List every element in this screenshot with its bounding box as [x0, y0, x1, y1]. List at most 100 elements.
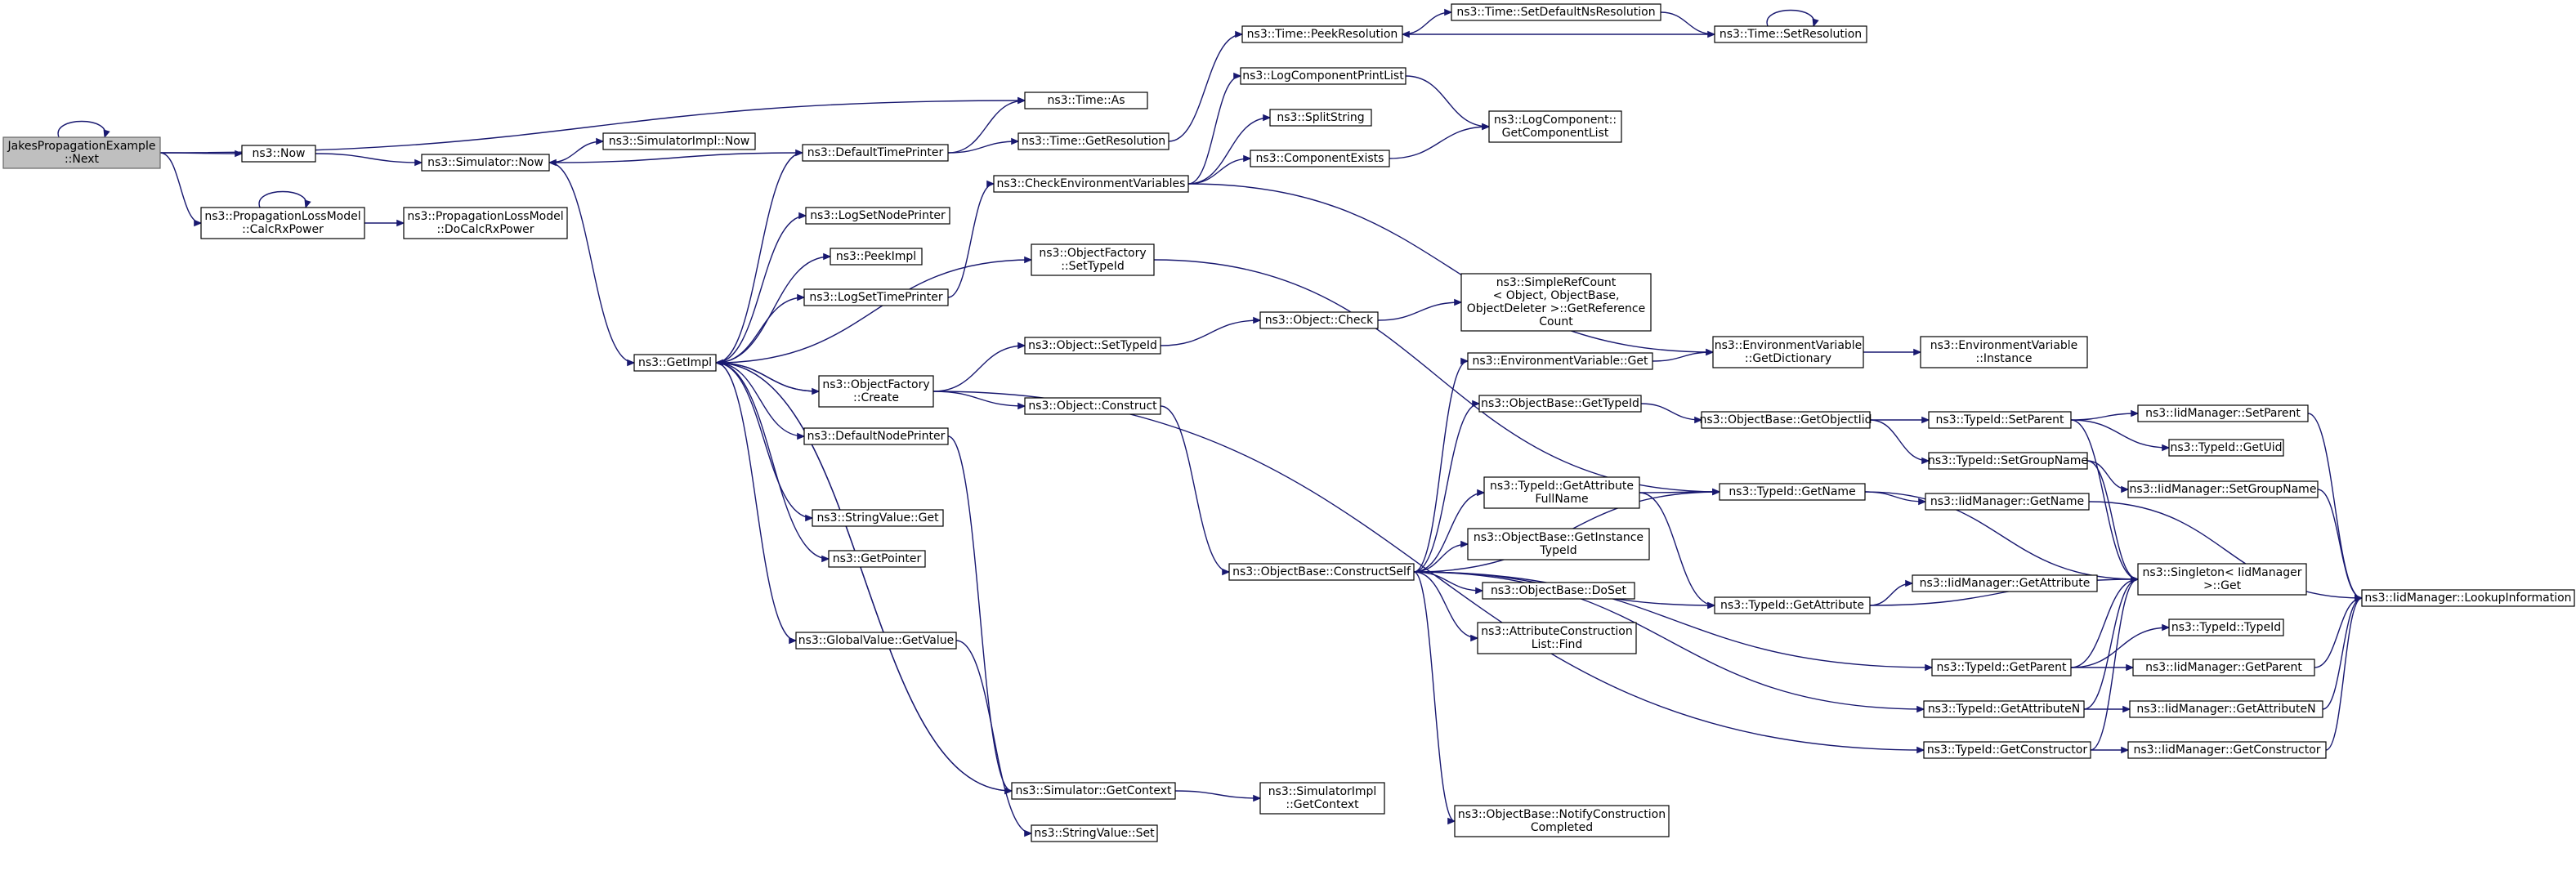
- node-tidgetctor[interactable]: ns3::TypeId::GetConstructor: [1923, 741, 2091, 759]
- node-box: [812, 509, 944, 527]
- node-envinst[interactable]: ns3::EnvironmentVariable::Instance: [1920, 336, 2088, 368]
- edge-gvgetval-to-svset: [955, 640, 1033, 837]
- node-obgettid[interactable]: ns3::ObjectBase::GetTypeId: [1478, 395, 1642, 413]
- node-iidgetattrn[interactable]: ns3::IidManager::GetAttributeN: [2129, 700, 2323, 718]
- node-timeas[interactable]: ns3::Time::As: [1024, 92, 1148, 109]
- node-tidgetattrn[interactable]: ns3::TypeId::GetAttributeN: [1923, 700, 2085, 718]
- edge-arrowhead: [1694, 416, 1703, 424]
- node-simplerc[interactable]: ns3::SimpleRefCount< Object, ObjectBase,…: [1460, 273, 1652, 332]
- edge-arrowhead: [2162, 623, 2171, 632]
- node-simimplnow[interactable]: ns3::SimulatorImpl::Now: [602, 132, 756, 150]
- node-timepeek[interactable]: ns3::Time::PeekResolution: [1241, 25, 1403, 43]
- node-tidtid[interactable]: ns3::TypeId::TypeId: [2168, 618, 2284, 636]
- node-iidsetparent[interactable]: ns3::IidManager::SetParent: [2137, 404, 2309, 422]
- node-label: ns3::ObjectBase::NotifyConstruction: [1458, 808, 1666, 821]
- node-compexists[interactable]: ns3::ComponentExists: [1250, 150, 1390, 167]
- node-deftp[interactable]: ns3::DefaultTimePrinter: [802, 144, 949, 162]
- edge-root-to-root: [57, 120, 110, 139]
- node-iidsetgroup[interactable]: ns3::IidManager::SetGroupName: [2127, 480, 2319, 498]
- edge-arrowhead: [235, 150, 244, 158]
- node-logstp[interactable]: ns3::LogSetTimePrinter: [803, 288, 949, 306]
- edge-tidgetparent-to-iidgetparent: [2071, 663, 2135, 672]
- node-getptr[interactable]: ns3::GetPointer: [828, 550, 926, 568]
- node-iidgetctor[interactable]: ns3::IidManager::GetConstructor: [2127, 741, 2327, 759]
- node-tidgetuid[interactable]: ns3::TypeId::GetUid: [2168, 439, 2284, 457]
- node-docalcrx[interactable]: ns3::PropagationLossModel::DoCalcRxPower: [403, 207, 568, 239]
- edge-objcheck-to-simplerc: [1377, 298, 1463, 321]
- node-objsettid[interactable]: ns3::Object::SetTypeId: [1024, 337, 1161, 355]
- edge-line: [1652, 351, 1714, 362]
- node-now[interactable]: ns3::Now: [241, 145, 316, 163]
- node-box: [1719, 483, 1866, 501]
- node-calcrx[interactable]: ns3::PropagationLossModel::CalcRxPower: [200, 207, 365, 239]
- node-label: ns3::PropagationLossModel: [407, 210, 563, 223]
- node-obdoset[interactable]: ns3::ObjectBase::DoSet: [1482, 582, 1635, 600]
- node-obconstructself[interactable]: ns3::ObjectBase::ConstructSelf: [1228, 563, 1415, 581]
- node-iidgetparent[interactable]: ns3::IidManager::GetParent: [2132, 659, 2315, 676]
- node-label: ::Next: [65, 153, 100, 166]
- node-ofcreate[interactable]: ns3::ObjectFactory::Create: [818, 375, 934, 408]
- node-tidsetparent[interactable]: ns3::TypeId::SetParent: [1928, 411, 2072, 429]
- node-checkenv[interactable]: ns3::CheckEnvironmentVariables: [993, 175, 1189, 193]
- node-getimpl[interactable]: ns3::GetImpl: [633, 354, 717, 372]
- edge-getimpl-to-gvgetval: [715, 362, 798, 645]
- node-tidgetname[interactable]: ns3::TypeId::GetName: [1719, 483, 1866, 501]
- node-box: [1241, 25, 1403, 43]
- node-logcpl[interactable]: ns3::LogComponentPrintList: [1240, 67, 1407, 85]
- edge-line: [258, 190, 307, 208]
- node-tidgetparent[interactable]: ns3::TypeId::GetParent: [1931, 659, 2072, 676]
- node-svget[interactable]: ns3::StringValue::Get: [812, 509, 944, 527]
- node-simnow[interactable]: ns3::Simulator::Now: [421, 154, 550, 172]
- edge-getimpl-to-defnp: [715, 362, 806, 440]
- node-peekimpl[interactable]: ns3::PeekImpl: [830, 248, 923, 266]
- edge-line: [955, 640, 1032, 834]
- node-envgetdict[interactable]: ns3::EnvironmentVariable::GetDictionary: [1712, 336, 1864, 368]
- node-label: ns3::TypeId::GetName: [1729, 485, 1855, 498]
- node-label: Completed: [1531, 821, 1593, 834]
- node-obgetoid[interactable]: ns3::ObjectBase::GetObjectIid: [1699, 411, 1872, 429]
- edge-obgettid-to-obgetoid: [1640, 403, 1703, 424]
- node-logsnp[interactable]: ns3::LogSetNodePrinter: [805, 207, 950, 225]
- node-simgetctx[interactable]: ns3::Simulator::GetContext: [1011, 782, 1176, 800]
- node-box: [1714, 596, 1871, 614]
- node-label: ns3::Simulator::GetContext: [1015, 784, 1172, 797]
- edge-arrowhead: [2162, 444, 2171, 452]
- node-timesetres[interactable]: ns3::Time::SetResolution: [1714, 25, 1867, 43]
- node-timesetdef[interactable]: ns3::Time::SetDefaultNsResolution: [1451, 3, 1661, 21]
- edge-getimpl-to-logstp: [715, 293, 806, 364]
- edge-line: [1402, 11, 1452, 35]
- edge-line: [1413, 360, 1469, 573]
- node-objcheck[interactable]: ns3::Object::Check: [1259, 311, 1379, 329]
- node-label: ns3::CheckEnvironmentVariables: [997, 177, 1186, 190]
- node-splitstr[interactable]: ns3::SplitString: [1269, 109, 1372, 127]
- node-timegetres[interactable]: ns3::Time::GetResolution: [1017, 132, 1169, 150]
- node-iidgetname[interactable]: ns3::IidManager::GetName: [1925, 493, 2090, 511]
- edge-line: [1187, 158, 1251, 185]
- node-logcgcl[interactable]: ns3::LogComponent::GetComponentList: [1488, 110, 1622, 143]
- edge-line: [715, 362, 805, 437]
- node-svset[interactable]: ns3::StringValue::Set: [1031, 824, 1158, 842]
- node-gvgetval[interactable]: ns3::GlobalValue::GetValue: [795, 632, 957, 650]
- node-tidgetattr[interactable]: ns3::TypeId::GetAttribute: [1714, 596, 1871, 614]
- node-ofsettid[interactable]: ns3::ObjectFactory::SetTypeId: [1031, 243, 1155, 276]
- node-tidsetgroup[interactable]: ns3::TypeId::SetGroupName: [1928, 452, 2088, 470]
- edge-obconstructself-to-tidgetattrn: [1413, 571, 1925, 713]
- node-iidgetattr[interactable]: ns3::IidManager::GetAttribute: [1912, 574, 2098, 592]
- node-defnp[interactable]: ns3::DefaultNodePrinter: [803, 427, 949, 445]
- edge-simgetctx-to-sigetctx: [1174, 790, 1262, 802]
- node-envget[interactable]: ns3::EnvironmentVariable::Get: [1467, 352, 1653, 370]
- edge-getimpl-to-getptr: [715, 362, 830, 563]
- node-sigetctx[interactable]: ns3::SimulatorImpl::GetContext: [1259, 782, 1385, 815]
- edge-obconstructself-to-tidgetparent: [1413, 571, 1934, 672]
- node-singleton[interactable]: ns3::Singleton< IidManager>::Get: [2137, 563, 2307, 596]
- node-iidlookup[interactable]: ns3::IidManager::LookupInformation: [2361, 589, 2575, 607]
- node-root[interactable]: JakesPropagationExample::Next: [2, 136, 161, 169]
- node-objconstruct[interactable]: ns3::Object::Construct: [1024, 397, 1161, 415]
- node-label: ns3::ObjectFactory: [1039, 247, 1146, 260]
- edge-line: [2317, 489, 2363, 599]
- node-obnotify[interactable]: ns3::ObjectBase::NotifyConstructionCompl…: [1454, 805, 1670, 837]
- edge-arrowhead: [2122, 705, 2131, 713]
